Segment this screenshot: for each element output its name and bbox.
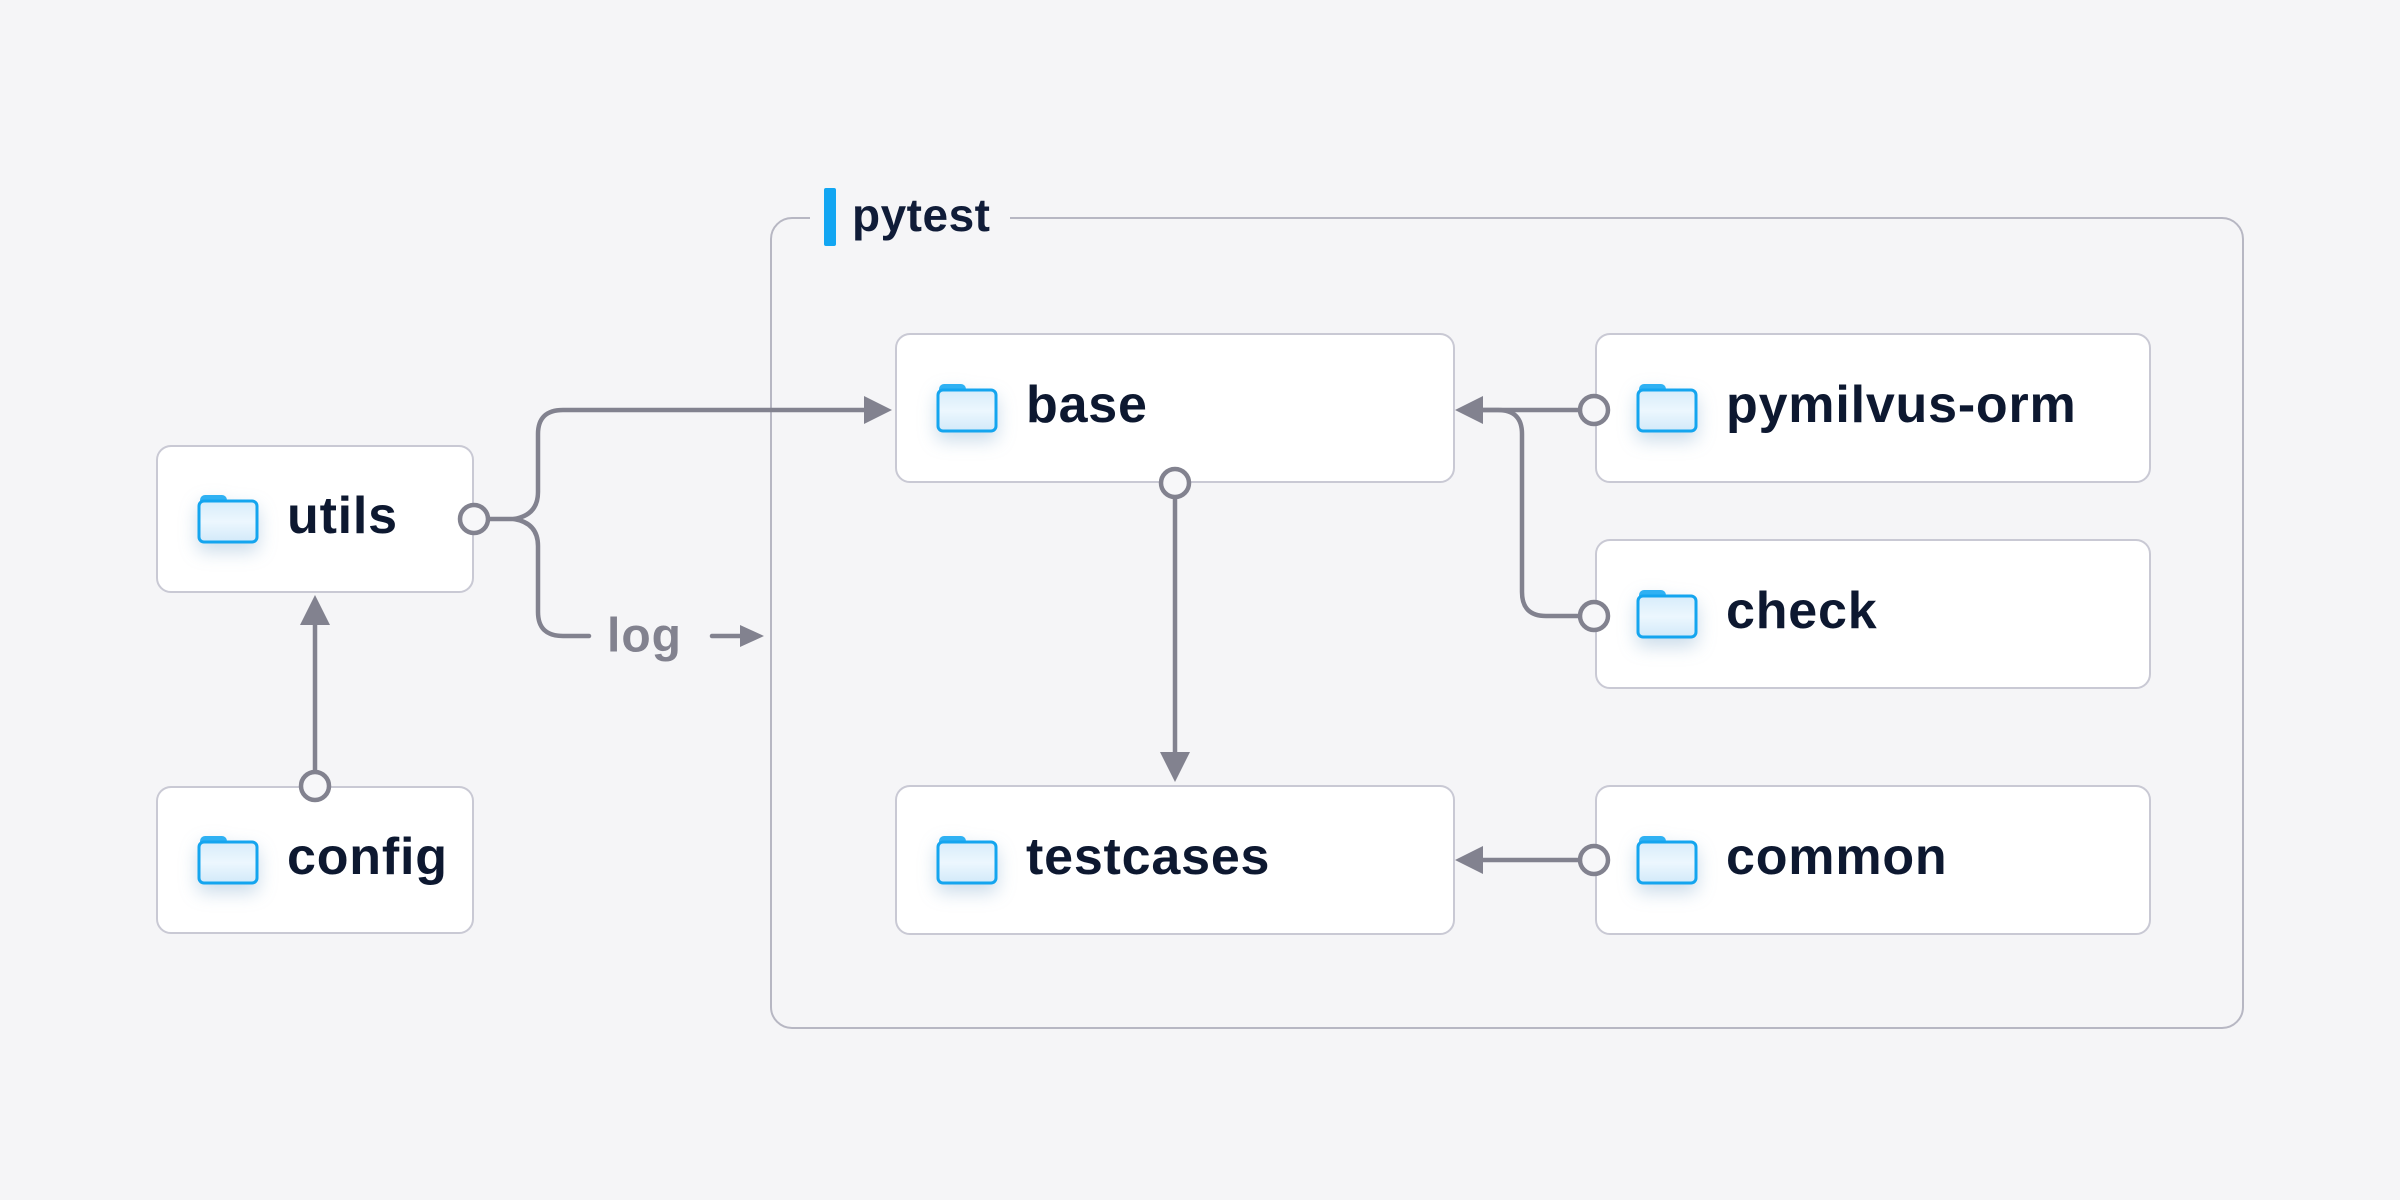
node-label: testcases [1026, 828, 1271, 886]
folder-icon [197, 495, 259, 544]
node-label: pymilvus-orm [1726, 376, 2077, 434]
node-label: config [287, 828, 448, 886]
node-testcases: testcases [895, 785, 1455, 935]
node-base: base [895, 333, 1455, 483]
node-config: config [156, 786, 474, 934]
group-title: pytest [852, 189, 991, 241]
arrowhead-right-small [740, 625, 764, 647]
edge-utils-log: log [511, 516, 764, 663]
node-label: base [1026, 376, 1148, 434]
folder-icon [1636, 836, 1698, 885]
folder-icon [936, 384, 998, 433]
node-label: check [1726, 582, 1878, 640]
folder-icon [197, 836, 259, 885]
edge-config-utils [300, 595, 330, 774]
node-pymilvus-orm: pymilvus-orm [1595, 333, 2151, 483]
node-label: common [1726, 828, 1948, 886]
folder-icon [1636, 590, 1698, 639]
edge-label-log: log [607, 610, 682, 663]
node-common: common [1595, 785, 2151, 935]
folder-icon [936, 836, 998, 885]
node-utils: utils [156, 445, 474, 593]
group-pytest: pytest [770, 182, 2244, 1029]
accent-bar [824, 188, 836, 246]
node-label: utils [287, 487, 398, 545]
arrowhead-up [300, 595, 330, 625]
node-check: check [1595, 539, 2151, 689]
folder-icon [1636, 384, 1698, 433]
group-pytest-label: pytest [810, 182, 1011, 252]
